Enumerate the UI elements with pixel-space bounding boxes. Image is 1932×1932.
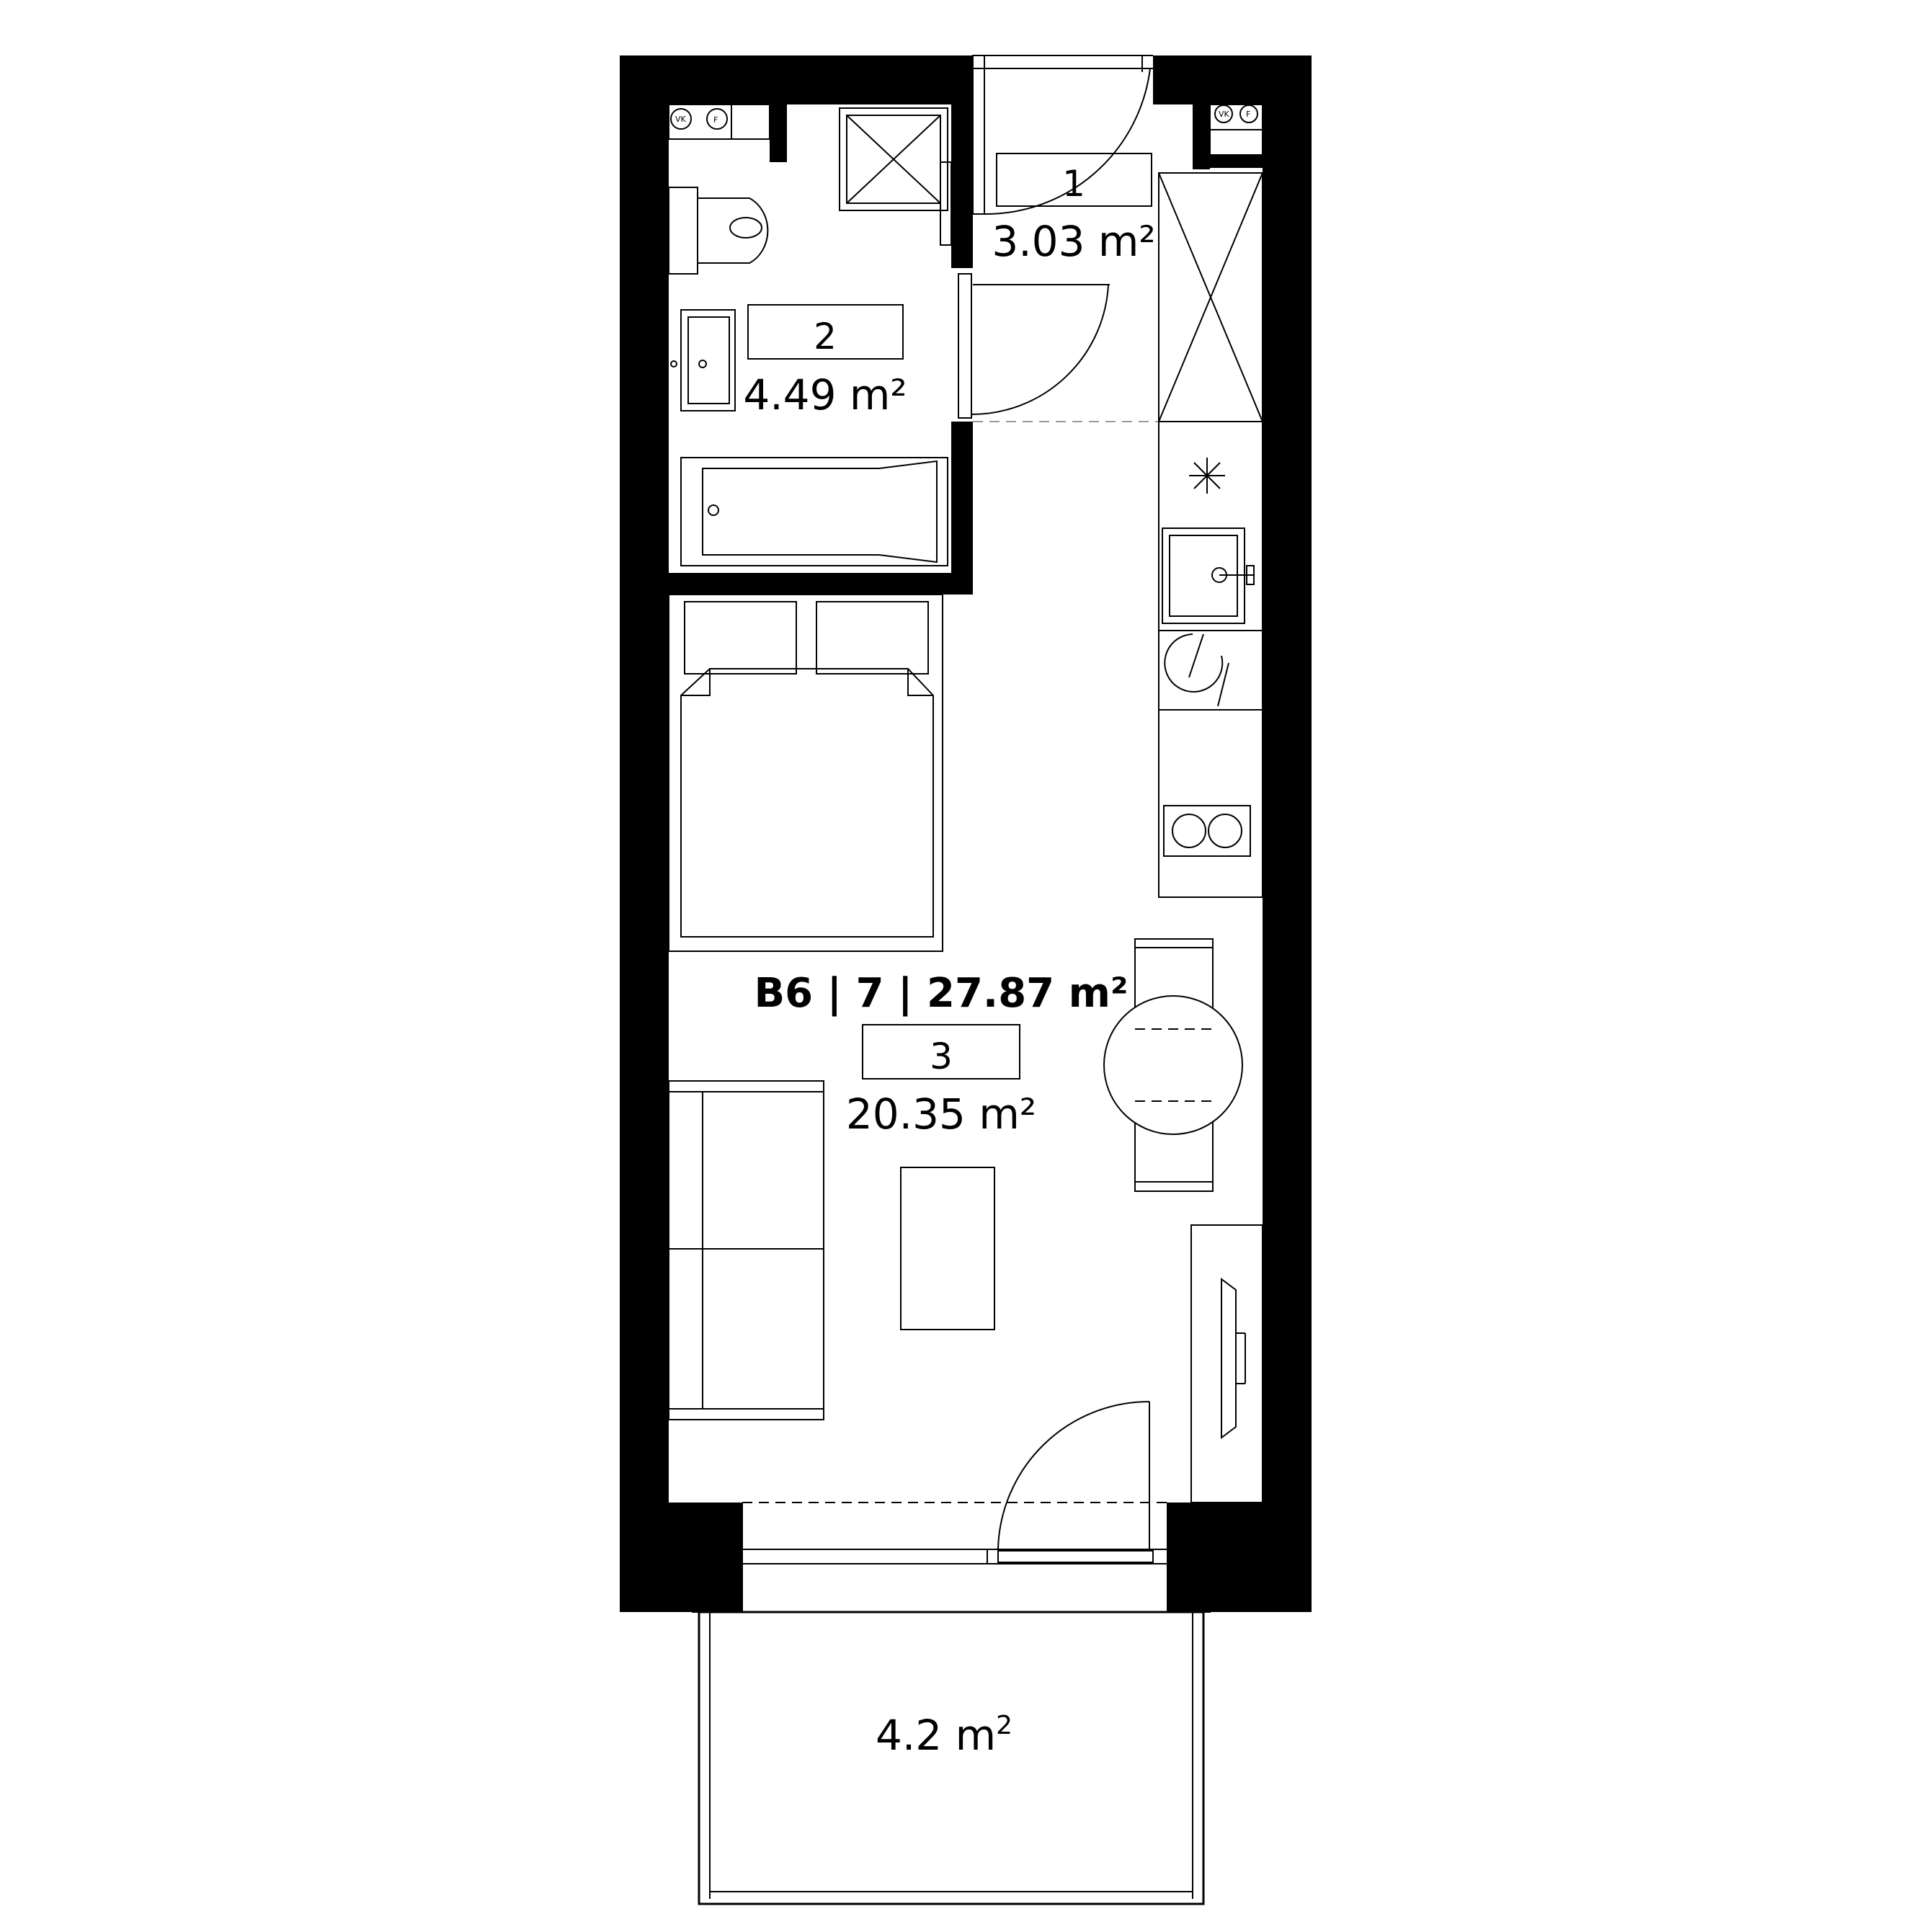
svg-text:VK: VK [675, 115, 687, 124]
kitchen-counter [1158, 421, 1263, 898]
room-label-1: 1 3.03 m² [992, 153, 1156, 266]
balcony: 4.2 m2 [692, 1611, 1211, 1905]
meter-box-left: VK F [668, 104, 770, 140]
sofa [668, 1080, 824, 1420]
exterior-walls [620, 55, 1312, 1612]
tv-unit [1190, 1224, 1263, 1503]
bathroom-fixtures [668, 107, 1110, 566]
coffee-table [900, 1167, 995, 1330]
unit-title: B6 | 7 | 27.87 m² [754, 970, 1128, 1017]
bed [668, 594, 943, 952]
entrance-door [972, 55, 1153, 215]
room-number-1: 1 [1062, 163, 1085, 205]
room-number-3: 3 [930, 1036, 953, 1077]
meter-box-right: VK F [1209, 104, 1263, 156]
dining-table [1103, 938, 1243, 1192]
room-area-2: 4.49 m² [743, 370, 907, 419]
balcony-door [742, 1401, 1168, 1612]
room-label-3: 3 20.35 m² [846, 1024, 1036, 1139]
room-label-2: 2 4.49 m² [743, 304, 907, 419]
svg-text:VK: VK [1219, 110, 1230, 119]
room-area-1: 3.03 m² [992, 217, 1155, 266]
svg-text:F: F [713, 115, 718, 125]
balcony-area: 4.2 m2 [876, 1711, 1012, 1760]
svg-text:F: F [1246, 110, 1250, 119]
wardrobe [1158, 172, 1263, 422]
room-number-2: 2 [814, 316, 837, 357]
room-area-3: 20.35 m² [846, 1090, 1036, 1139]
